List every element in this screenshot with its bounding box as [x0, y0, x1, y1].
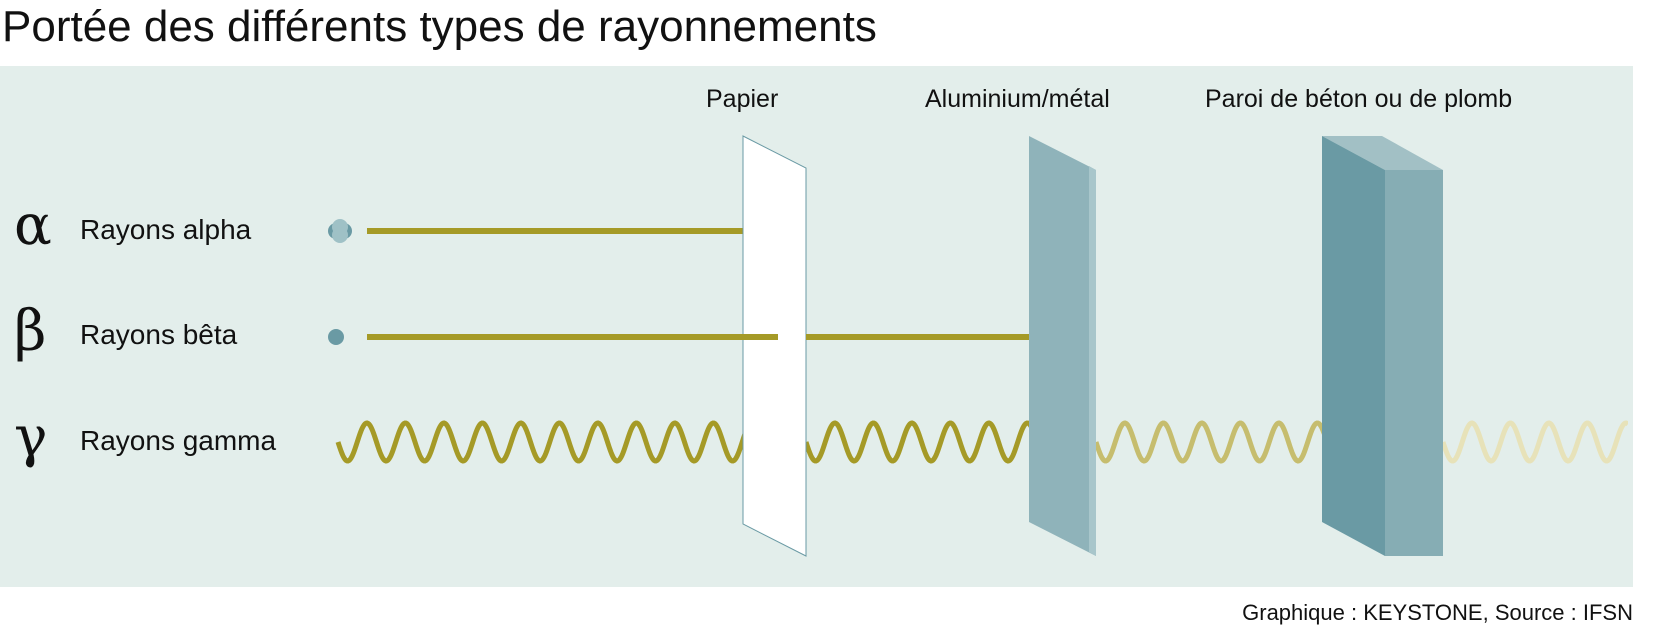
concrete-label: Paroi de béton ou de plomb	[1205, 85, 1513, 113]
page-title: Portée des différents types de rayonneme…	[2, 2, 877, 51]
beta-arrow	[367, 325, 1063, 349]
gamma-label: Rayons gamma	[80, 425, 277, 456]
gamma-wave-segment-4	[1440, 420, 1628, 464]
paper-label: Papier	[706, 85, 779, 113]
metal-plate	[1029, 136, 1096, 556]
gamma-wave-segment-1	[335, 420, 780, 464]
alpha-arrow	[367, 219, 785, 243]
gamma-wave	[335, 420, 1628, 464]
gamma-symbol: γ	[14, 405, 48, 470]
metal-label: Aluminium/métal	[925, 85, 1110, 113]
beta-label: Rayons bêta	[80, 319, 238, 350]
gamma-wave-segment-2	[803, 420, 1066, 464]
gamma-wave-segment-3	[1093, 420, 1358, 464]
alpha-particle-icon	[328, 219, 352, 243]
alpha-symbol: α	[14, 193, 52, 258]
beta-particle-icon	[328, 329, 344, 345]
concrete-wall	[1322, 136, 1443, 556]
paper-sheet	[742, 135, 807, 557]
source-credit: Graphique : KEYSTONE, Source : IFSN	[1242, 600, 1633, 625]
beta-symbol: β	[14, 299, 47, 364]
alpha-label: Rayons alpha	[80, 214, 252, 245]
